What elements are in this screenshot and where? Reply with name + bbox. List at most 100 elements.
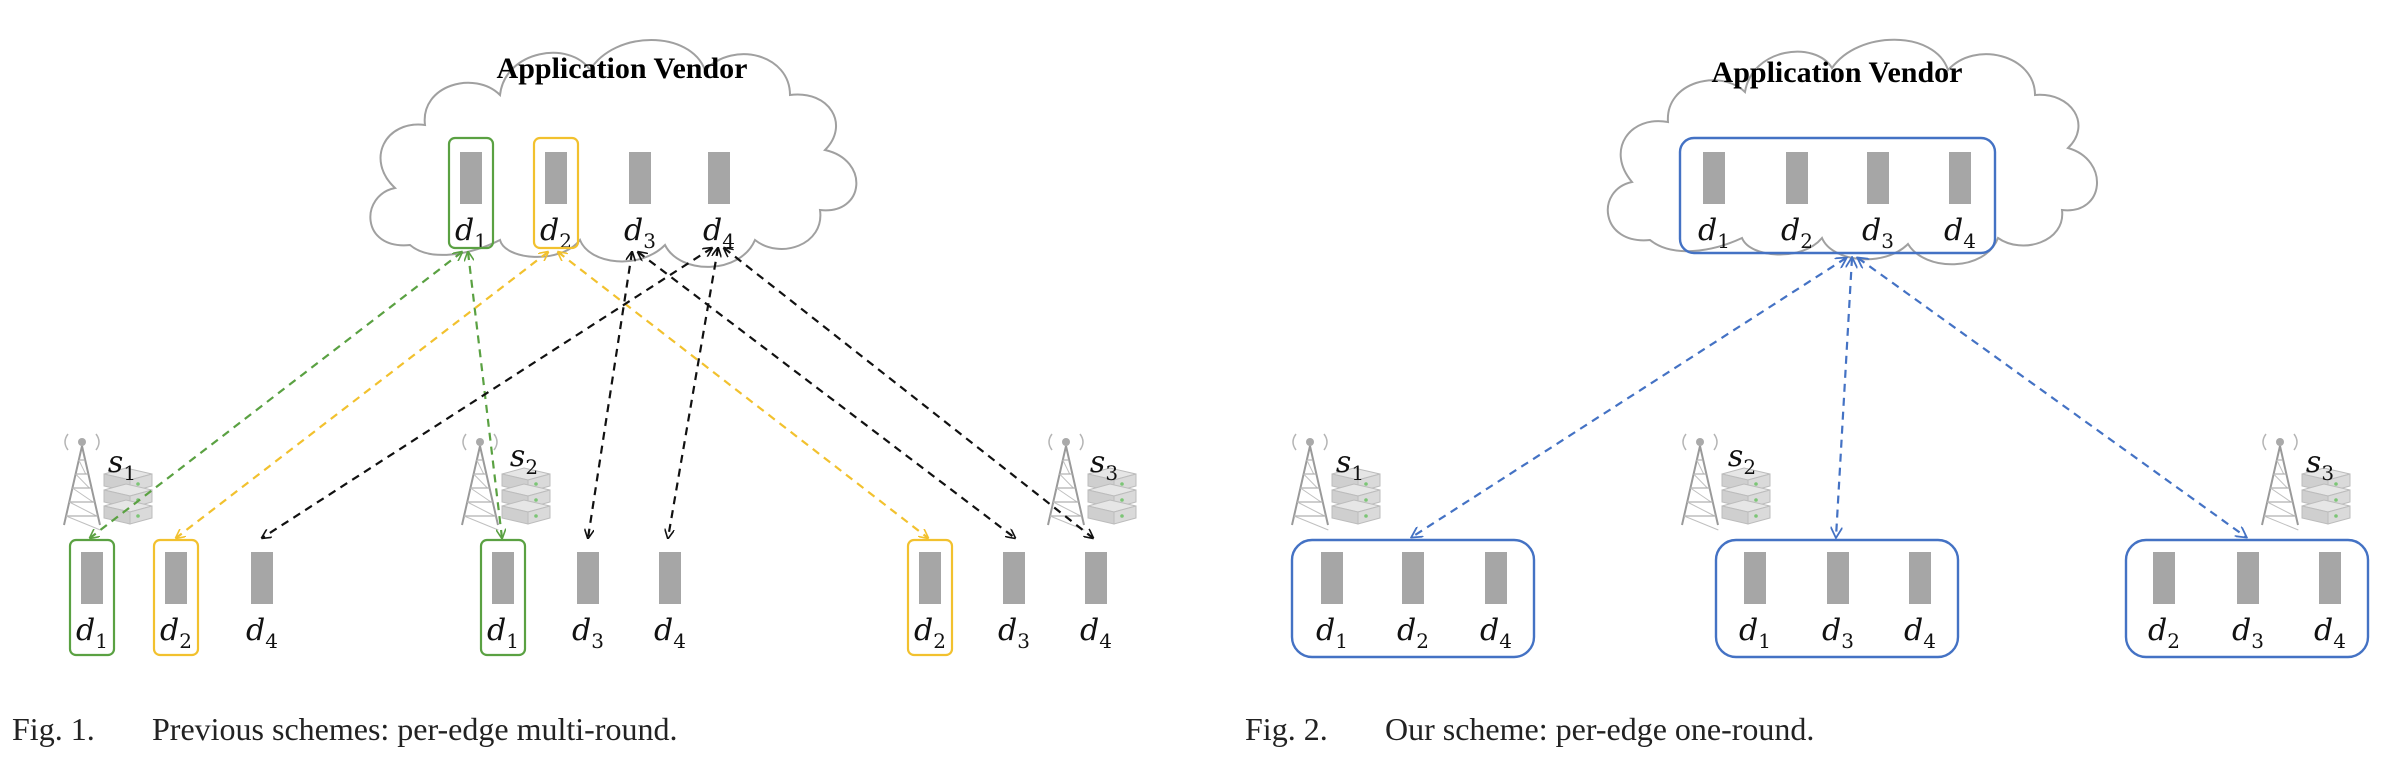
data-block-bar <box>545 152 567 204</box>
vendor-group-box <box>1678 136 1997 255</box>
edge-server-s1: s1 d1 d2 d4 <box>1291 433 1512 653</box>
data-block-label: d4 <box>1480 613 1512 653</box>
arrow-vendor-s2 <box>1836 258 1852 537</box>
data-block-bar <box>1949 152 1971 204</box>
data-block-d2: d2 <box>160 552 192 653</box>
data-block-bar <box>165 552 187 604</box>
highlight-box-s1-d2 <box>152 538 200 657</box>
data-block-bar <box>1703 152 1725 204</box>
arrow-d3-s2 <box>588 252 632 538</box>
data-block-bar <box>1003 552 1025 604</box>
data-block-d4: d4 <box>246 552 278 653</box>
data-block-bar <box>2319 552 2341 604</box>
data-block-bar <box>81 552 103 604</box>
data-block-label: d2 <box>914 613 946 653</box>
data-block-d3: d3 <box>1822 552 1854 653</box>
data-block-d4: d4 <box>2314 552 2346 653</box>
data-block-d3: d3 <box>998 552 1030 653</box>
data-block-bar <box>629 152 651 204</box>
data-block-d3: d3 <box>2232 552 2264 653</box>
data-block-label: d2 <box>1781 213 1813 253</box>
data-block-d1: d1 <box>76 552 108 653</box>
highlight-box-s1-d1 <box>68 538 116 657</box>
arrow-d3-s3 <box>638 252 1015 538</box>
data-block-d4: d4 <box>1480 552 1512 653</box>
data-block-d1: d1 <box>1739 552 1771 653</box>
data-block-d1: d1 <box>455 152 487 253</box>
data-block-d4: d4 <box>654 552 686 653</box>
server-label: s2 <box>1728 439 1756 479</box>
data-block-bar <box>2237 552 2259 604</box>
data-block-label: d4 <box>2314 613 2346 653</box>
data-block-d1: d1 <box>1698 152 1730 253</box>
data-block-bar <box>708 152 730 204</box>
data-block-label: d1 <box>1316 613 1348 653</box>
data-block-d4: d4 <box>1904 552 1936 653</box>
server-label: s1 <box>108 445 136 485</box>
base-station-icon <box>461 433 551 531</box>
edge-server-s2: s2 d1 d3 d4 <box>461 433 686 653</box>
vendor-title: Application Vendor <box>497 52 748 85</box>
data-block-bar <box>1085 552 1107 604</box>
data-block-label: d3 <box>1822 613 1854 653</box>
data-block-bar <box>1827 552 1849 604</box>
data-block-bar <box>1786 152 1808 204</box>
edge-server-s1: s1 d1 d2 d4 <box>63 433 278 653</box>
data-block-d2: d2 <box>2148 552 2180 653</box>
transfer-arrows <box>90 248 1093 538</box>
data-block-label: d1 <box>1698 213 1730 253</box>
data-block-bar <box>251 552 273 604</box>
transfer-arrows <box>1412 258 2246 537</box>
data-block-d4: d4 <box>703 152 735 253</box>
server-label: s3 <box>2306 445 2334 485</box>
server-group-box-s2 <box>1714 538 1960 659</box>
edge-server-s3: s3 d2 d3 d4 <box>914 433 1137 653</box>
data-block-label: d2 <box>160 613 192 653</box>
arrow-d1-s1 <box>90 252 462 538</box>
data-block-bar <box>1867 152 1889 204</box>
data-block-d4: d4 <box>1080 552 1112 653</box>
arrow-d2-s3 <box>558 252 928 538</box>
data-block-bar <box>1485 552 1507 604</box>
data-block-label: d4 <box>1080 613 1112 653</box>
caption-text: Previous schemes: per-edge multi-round. <box>152 711 677 747</box>
data-block-label: d2 <box>2148 613 2180 653</box>
data-block-d3: d3 <box>1862 152 1894 253</box>
arrow-d4-s2 <box>668 248 718 538</box>
data-block-label: d4 <box>654 613 686 653</box>
data-block-label: d3 <box>572 613 604 653</box>
caption-number: Fig. 1. <box>12 711 95 747</box>
edge-servers: s1 d1 d2 d4 s2 d1 d3 d4 s3 d2 d3 d4 <box>1291 433 2351 653</box>
arrow-d4-s1 <box>262 248 712 538</box>
data-block-bar <box>919 552 941 604</box>
data-block-label: d1 <box>487 613 519 653</box>
arrow-vendor-s3 <box>1858 258 2246 537</box>
data-block-bar <box>1744 552 1766 604</box>
data-block-d2: d2 <box>1781 152 1813 253</box>
data-block-bar <box>2153 552 2175 604</box>
data-block-label: d4 <box>1944 213 1976 253</box>
edge-server-s2: s2 d1 d3 d4 <box>1681 433 1936 653</box>
server-label: s1 <box>1336 445 1364 485</box>
data-block-d2: d2 <box>914 552 946 653</box>
data-block-label: d3 <box>2232 613 2264 653</box>
data-block-bar <box>460 152 482 204</box>
data-block-label: d4 <box>246 613 278 653</box>
data-block-d1: d1 <box>487 552 519 653</box>
data-block-d4: d4 <box>1944 152 1976 253</box>
base-station-icon <box>1681 433 1771 531</box>
server-label: s2 <box>510 439 538 479</box>
data-block-bar <box>577 552 599 604</box>
server-label: s3 <box>1090 445 1118 485</box>
data-block-label: d4 <box>1904 613 1936 653</box>
data-block-bar <box>1321 552 1343 604</box>
data-block-label: d3 <box>998 613 1030 653</box>
caption-number: Fig. 2. <box>1245 711 1328 747</box>
server-group-box-s3 <box>2124 538 2370 659</box>
highlight-box-s2-d1 <box>479 538 527 657</box>
data-block-label: d1 <box>1739 613 1771 653</box>
data-block-d2: d2 <box>1397 552 1429 653</box>
data-block-d3: d3 <box>572 552 604 653</box>
figure-1: Application Vendor d1 d2 d3 d4 s1 d1 d2 d4 s2 d1… <box>12 39 1137 747</box>
